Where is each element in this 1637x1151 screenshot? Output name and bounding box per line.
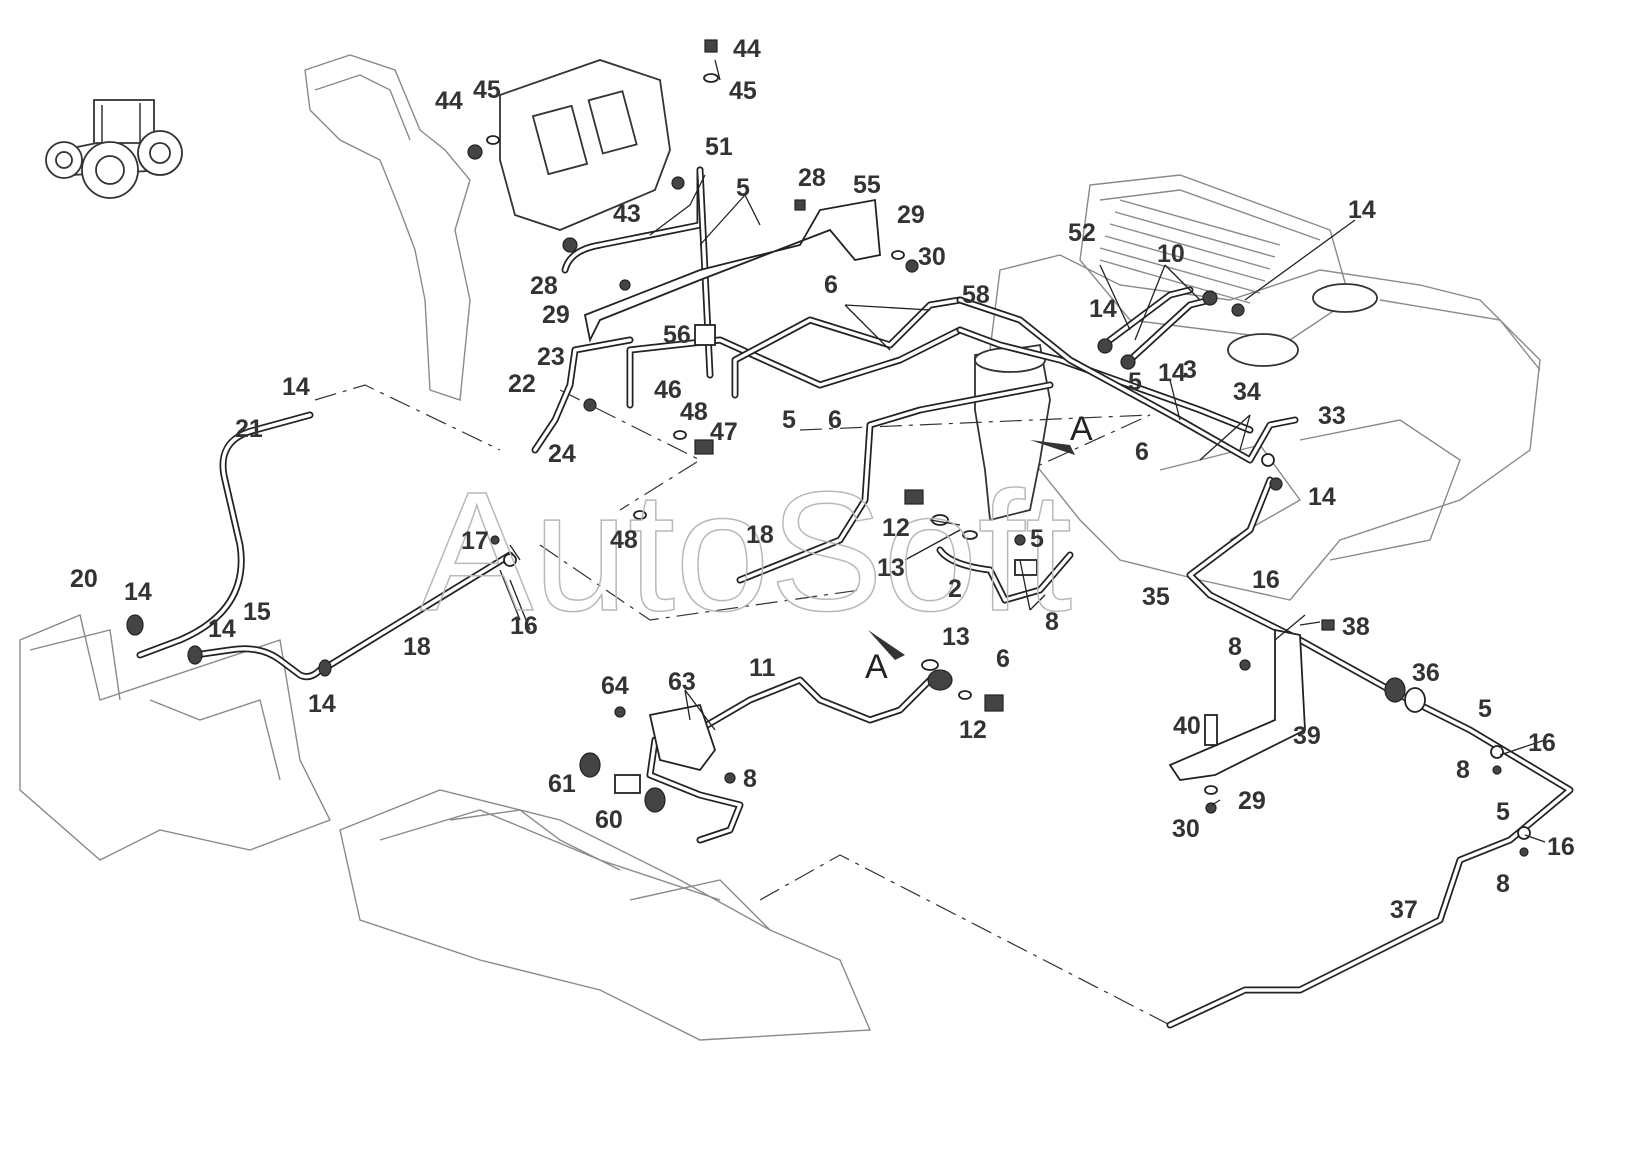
part-callouts: 44 45 44 45 51 5 43 28 55 29 30 28 29 6 … bbox=[70, 35, 1575, 924]
callout-6: 6 bbox=[828, 406, 842, 434]
callout-64: 64 bbox=[601, 672, 629, 700]
callout-14: 14 bbox=[1089, 295, 1117, 323]
watermark-text: AutoSoft bbox=[420, 457, 1072, 647]
callout-20: 20 bbox=[70, 565, 98, 593]
tank-cap bbox=[1227, 283, 1378, 367]
callout-51: 51 bbox=[705, 133, 733, 161]
callout-12: 12 bbox=[882, 514, 910, 542]
callout-15: 15 bbox=[243, 598, 271, 626]
callout-21: 21 bbox=[235, 415, 263, 443]
callout-14: 14 bbox=[1348, 196, 1376, 224]
callout-56: 56 bbox=[663, 321, 691, 349]
callout-5: 5 bbox=[782, 406, 796, 434]
callout-16: 16 bbox=[1252, 566, 1280, 594]
callout-30: 30 bbox=[918, 243, 946, 271]
callout-8: 8 bbox=[1456, 756, 1470, 784]
callout-17: 17 bbox=[461, 527, 489, 555]
callout-38: 38 bbox=[1342, 613, 1370, 641]
reference-lines bbox=[314, 384, 1171, 1026]
callout-23: 23 bbox=[537, 343, 565, 371]
callout-46: 46 bbox=[654, 376, 682, 404]
callout-29: 29 bbox=[897, 201, 925, 229]
callout-48: 48 bbox=[680, 398, 708, 426]
leader-lines bbox=[499, 59, 1546, 843]
callout-5: 5 bbox=[1030, 525, 1044, 553]
callout-45: 45 bbox=[729, 77, 757, 105]
callout-33: 33 bbox=[1318, 402, 1346, 430]
callout-8: 8 bbox=[743, 765, 757, 793]
view-marker-a-upper: A bbox=[1070, 410, 1093, 448]
callout-6: 6 bbox=[996, 645, 1010, 673]
callout-44: 44 bbox=[733, 35, 761, 63]
callout-14: 14 bbox=[208, 615, 236, 643]
callout-14: 14 bbox=[1308, 483, 1336, 511]
callout-58: 58 bbox=[962, 281, 990, 309]
callout-13: 13 bbox=[942, 623, 970, 651]
callout-63: 63 bbox=[668, 668, 696, 696]
callout-5: 5 bbox=[1496, 798, 1510, 826]
callout-6: 6 bbox=[1135, 438, 1149, 466]
callout-34: 34 bbox=[1233, 378, 1261, 406]
callout-10: 10 bbox=[1157, 240, 1185, 268]
callout-43: 43 bbox=[613, 200, 641, 228]
callout-5: 5 bbox=[1478, 695, 1492, 723]
callout-5: 5 bbox=[1128, 368, 1142, 396]
callout-18: 18 bbox=[746, 521, 774, 549]
callout-35: 35 bbox=[1142, 583, 1170, 611]
callout-18: 18 bbox=[403, 633, 431, 661]
callout-14: 14 bbox=[308, 690, 336, 718]
callout-37: 37 bbox=[1390, 896, 1418, 924]
callout-6: 6 bbox=[824, 271, 838, 299]
callout-45: 45 bbox=[473, 76, 501, 104]
callout-28: 28 bbox=[798, 164, 826, 192]
fuel-pipes bbox=[136, 166, 1574, 1029]
callout-16: 16 bbox=[1528, 729, 1556, 757]
ecu-module bbox=[499, 59, 671, 231]
chassis-outline bbox=[19, 54, 1541, 1041]
callout-39: 39 bbox=[1293, 722, 1321, 750]
callout-22: 22 bbox=[508, 370, 536, 398]
callout-40: 40 bbox=[1173, 712, 1201, 740]
callout-55: 55 bbox=[853, 171, 881, 199]
callout-16: 16 bbox=[1547, 833, 1575, 861]
callout-2: 2 bbox=[948, 575, 962, 603]
callout-29: 29 bbox=[542, 301, 570, 329]
callout-13: 13 bbox=[877, 554, 905, 582]
callout-14: 14 bbox=[124, 578, 152, 606]
view-arrows bbox=[868, 440, 1075, 660]
callout-14: 14 bbox=[1158, 359, 1186, 387]
callout-29: 29 bbox=[1238, 787, 1266, 815]
brackets bbox=[583, 198, 1306, 781]
callout-61: 61 bbox=[548, 770, 576, 798]
callout-5: 5 bbox=[736, 174, 750, 202]
callout-44: 44 bbox=[435, 87, 463, 115]
callout-12: 12 bbox=[959, 716, 987, 744]
callout-36: 36 bbox=[1412, 659, 1440, 687]
callout-48: 48 bbox=[610, 526, 638, 554]
callout-8: 8 bbox=[1496, 870, 1510, 898]
view-marker-a-lower: A bbox=[865, 648, 888, 686]
callout-52: 52 bbox=[1068, 219, 1096, 247]
callout-3: 3 bbox=[1183, 356, 1197, 384]
callout-16: 16 bbox=[510, 612, 538, 640]
radiator-fins bbox=[1099, 199, 1281, 304]
callout-24: 24 bbox=[548, 440, 576, 468]
callout-28: 28 bbox=[530, 272, 558, 300]
callout-8: 8 bbox=[1228, 633, 1242, 661]
callout-14: 14 bbox=[282, 373, 310, 401]
tractor-icon bbox=[45, 99, 183, 199]
callout-8: 8 bbox=[1045, 608, 1059, 636]
callout-60: 60 bbox=[595, 806, 623, 834]
callout-30: 30 bbox=[1172, 815, 1200, 843]
callout-11: 11 bbox=[749, 654, 776, 682]
callout-47: 47 bbox=[710, 418, 738, 446]
